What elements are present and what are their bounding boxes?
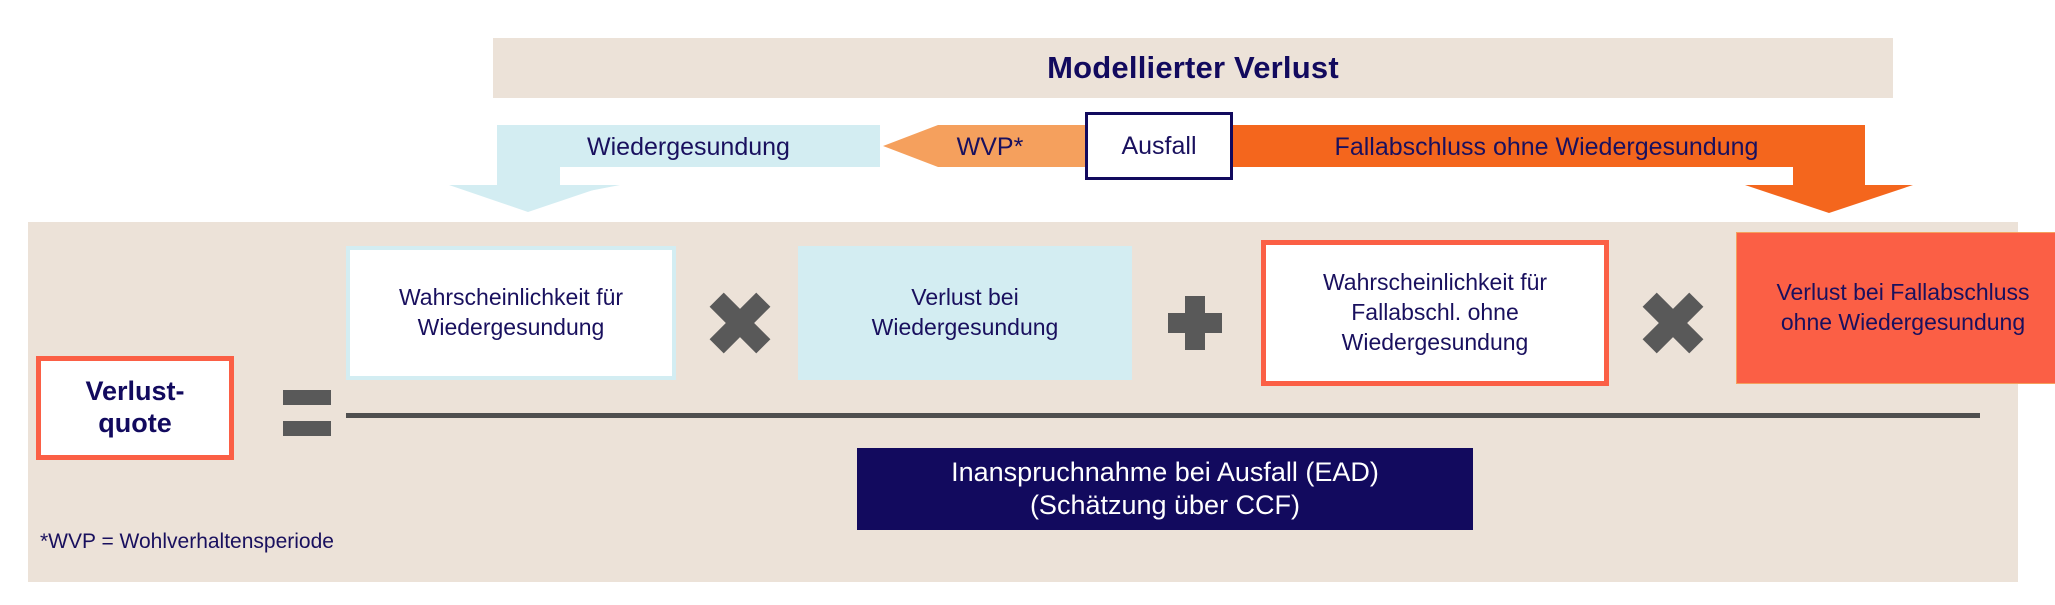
term-2-line-2: Wiedergesundung <box>871 314 1059 340</box>
footnote-wvp: *WVP = Wohlverhaltensperiode <box>40 530 334 553</box>
term-1-line-2: Wiedergesundung <box>417 314 605 340</box>
timeline-label-wiedergesundung: Wiedergesundung <box>587 133 790 161</box>
term-3-line-1: Wahrscheinlichkeit für <box>1322 269 1548 296</box>
segment-fallabschluss-arrow <box>1745 167 1913 213</box>
term-3-line-3: Wiedergesundung <box>1341 328 1529 355</box>
term-2-line-1: Verlust bei <box>911 284 1019 311</box>
formula-denominator-ead-box: Inanspruchnahme bei Ausfall (EAD) (Schät… <box>857 448 1473 530</box>
term-probability-closure-no-recovery: Wahrscheinlichkeit für Fallabschl. ohne … <box>1261 240 1609 386</box>
segment-fallabschluss-arrow-shaft <box>1793 160 1865 188</box>
term-probability-recovery: Wahrscheinlichkeit für Wiedergesundung <box>346 246 676 380</box>
formula-numerator: Wahrscheinlichkeit für Wiedergesundung V… <box>346 232 2055 390</box>
loss-ratio-label-line1: Verlust- <box>85 376 185 407</box>
loss-ratio-label-line2: quote <box>98 408 172 438</box>
plus-stroke-vertical <box>1185 296 1205 350</box>
modelled-loss-title-bar: Modellierter Verlust <box>493 38 1893 98</box>
term-loss-given-recovery: Verlust bei Wiedergesundung <box>798 246 1132 380</box>
term-loss-given-closure-no-recovery: Verlust bei Fallabschluss ohne Wiederges… <box>1736 232 2055 384</box>
multiply-icon-1 <box>709 292 771 354</box>
equals-sign <box>283 390 331 436</box>
fraction-rule <box>346 413 1980 418</box>
ausfall-box: Ausfall <box>1085 112 1233 180</box>
timeline-label-wvp: WVP* <box>956 133 1024 161</box>
denominator-line-2: (Schätzung über CCF) <box>1029 490 1301 520</box>
page-title: Modellierter Verlust <box>1047 50 1339 85</box>
loss-ratio-result-box: Verlust- quote <box>36 356 234 460</box>
equals-bar-top <box>283 390 331 405</box>
term-4-line-1: Verlust bei Fallabschluss <box>1776 279 2030 306</box>
term-3-line-2: Fallabschl. ohne <box>1351 299 1519 326</box>
equals-bar-bottom <box>283 421 331 436</box>
timeline-label-fallabschluss: Fallabschluss ohne Wiedergesundung <box>1334 133 1759 161</box>
multiply-icon-2 <box>1642 292 1704 354</box>
term-4-line-2: ohne Wiedergesundung <box>1780 309 2026 335</box>
ausfall-label: Ausfall <box>1121 131 1197 160</box>
denominator-line-1: Inanspruchnahme bei Ausfall (EAD) <box>951 457 1379 488</box>
timeline-graphic <box>449 125 1913 213</box>
plus-icon <box>1168 296 1222 350</box>
segment-wiedergesundung-arrow <box>449 167 608 212</box>
term-1-line-1: Wahrscheinlichkeit für <box>398 284 624 311</box>
